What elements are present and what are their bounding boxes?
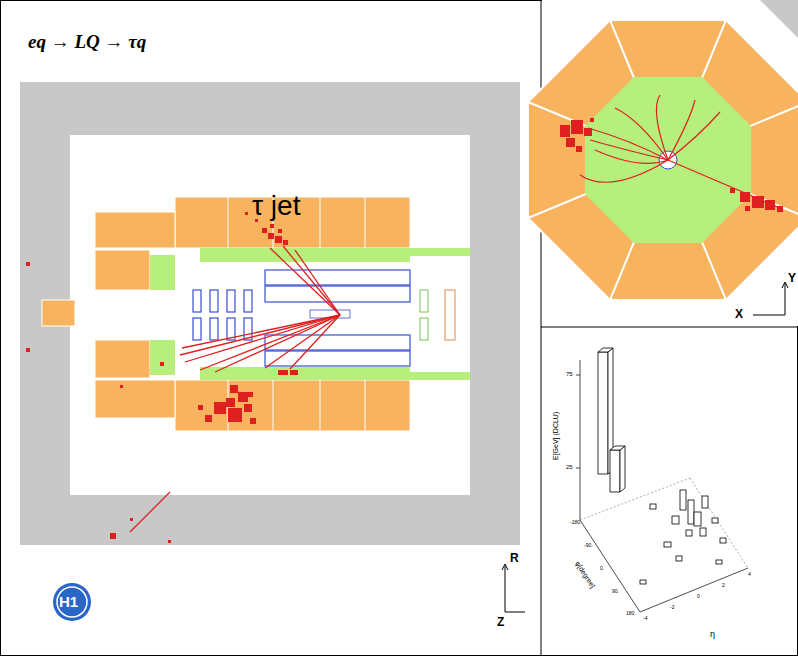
axis-label: R [510, 552, 519, 564]
forward-detector [420, 290, 428, 340]
event-title: eq → LQ → τq [28, 32, 146, 51]
tick-number: -90. [584, 543, 593, 548]
axis-label: Y [788, 272, 796, 284]
tick-number: 75 [566, 371, 573, 377]
h1-logo [57, 587, 87, 617]
frame [541, 327, 798, 328]
axis-title: E[GeV] (DCLU) [552, 412, 559, 460]
tick-number: 2 [722, 583, 725, 588]
calorimeter-octagon [528, 20, 798, 300]
em-calorimeter [150, 248, 470, 380]
iron-yoke [20, 82, 520, 545]
jet-label: τ jet [252, 192, 300, 220]
detector-interior [70, 135, 470, 495]
axis-arrows-xy [753, 282, 788, 315]
tick-number: 180. [626, 611, 636, 616]
axis-arrows [502, 564, 525, 612]
tick-number: 4 [748, 572, 751, 577]
tick-number: 25 [566, 464, 573, 470]
tracks [130, 246, 340, 532]
yoke-corner [760, 0, 798, 38]
axis-label: X [735, 308, 743, 320]
logo-text: H1 [59, 594, 78, 609]
tick-number: -2 [670, 605, 674, 610]
deposits-xy [560, 118, 783, 212]
spacal [445, 290, 455, 340]
tracker [193, 270, 410, 366]
tick-number: -180. [570, 520, 581, 525]
tick-number: 0 [697, 594, 700, 599]
axis-title: η [710, 630, 715, 639]
tracks-xy [580, 95, 780, 208]
tick-number: 0. [600, 566, 604, 571]
calorimeter [42, 197, 410, 431]
octagon-segments [528, 20, 798, 300]
tick-number: 90. [612, 589, 619, 594]
energy-deposits [26, 212, 298, 543]
lego-bars [598, 348, 726, 584]
axis-label: Z [497, 616, 504, 628]
axis-title: φ[degree] [574, 560, 596, 589]
h1-logo [53, 583, 91, 621]
tick-number: -4 [643, 616, 647, 621]
